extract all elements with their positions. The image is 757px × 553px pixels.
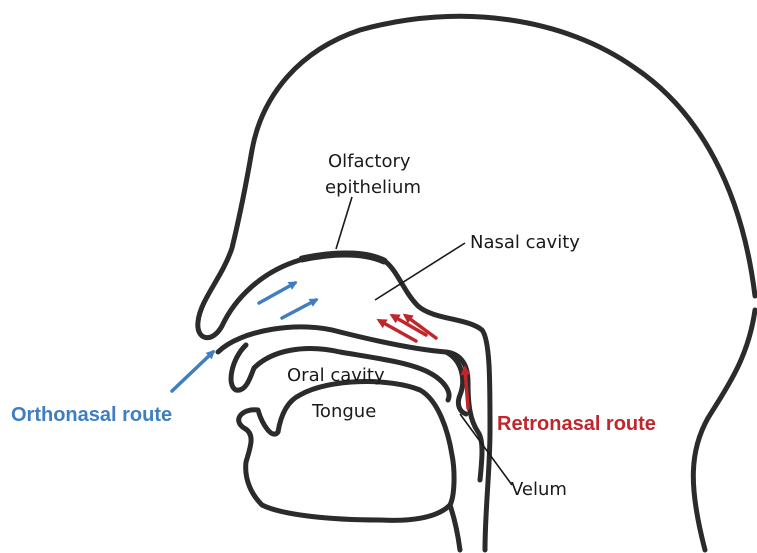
velum-label: Velum	[511, 479, 567, 500]
orthonasal-arrow-lower	[282, 300, 316, 318]
nasal-cavity-leader-line	[375, 243, 465, 300]
neck-outline	[693, 310, 755, 550]
oral-cavity-label: Oral cavity	[287, 365, 385, 386]
orthonasal-arrow-upper	[259, 283, 295, 303]
throat-outline	[450, 505, 460, 550]
orthonasal-route-label: Orthonasal route	[11, 404, 172, 426]
retronasal-route-label: Retronasal route	[497, 413, 656, 435]
olfactory-epithelium-region	[302, 254, 384, 261]
retronasal-arrow-1	[380, 321, 416, 341]
olfactory-leader-line	[336, 197, 352, 249]
olfactory-epithelium-label-line2: epithelium	[325, 177, 421, 198]
tongue-label: Tongue	[311, 401, 376, 422]
head-outline	[198, 16, 755, 550]
nasal-cavity-label: Nasal cavity	[470, 232, 580, 253]
orthonasal-arrow-entry	[172, 352, 213, 391]
olfactory-epithelium-label-line1: Olfactory	[328, 151, 411, 172]
